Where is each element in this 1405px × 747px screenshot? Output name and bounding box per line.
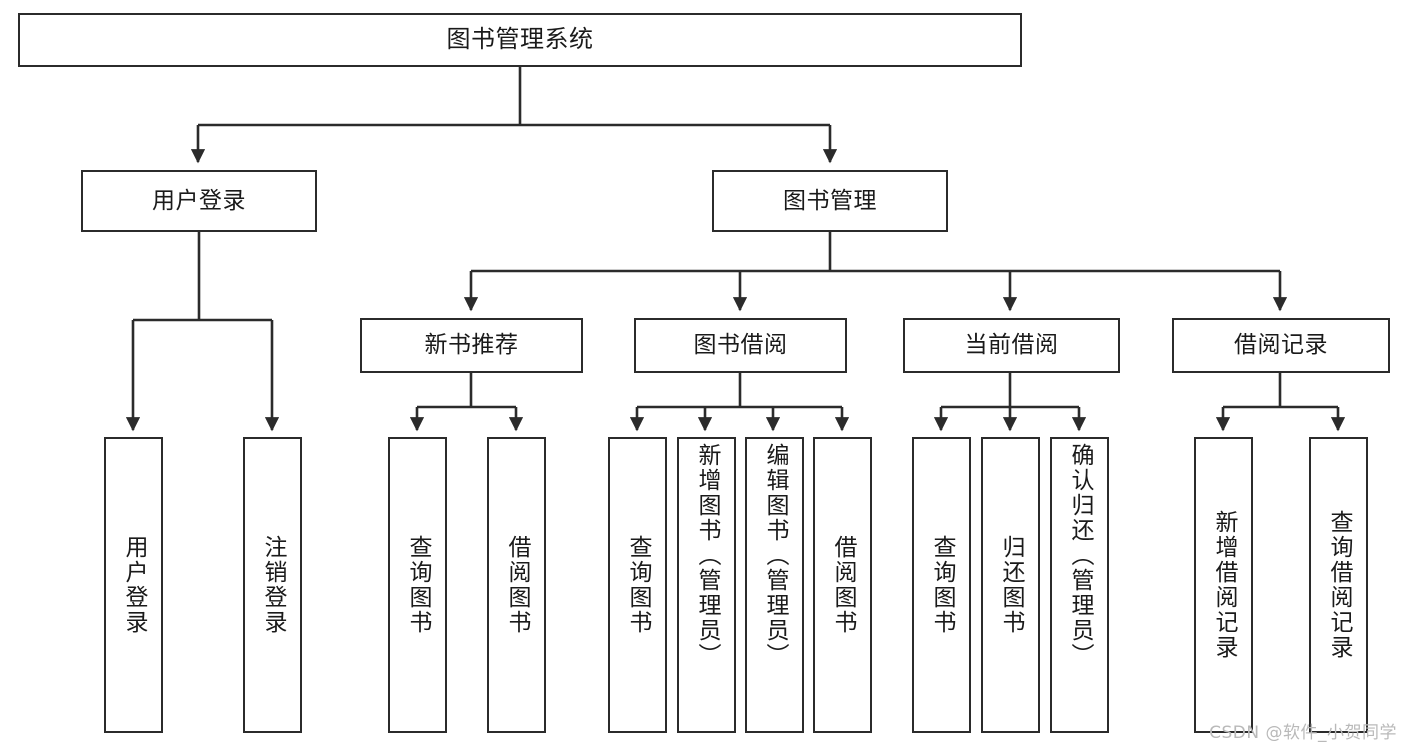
leaf-query-borrow-record[interactable]: 查询借阅记录 — [1309, 437, 1368, 733]
node-label: 确认归还（管理员） — [1067, 443, 1093, 668]
leaf-confirm-return-admin[interactable]: 确认归还（管理员） — [1050, 437, 1109, 733]
node-label: 编辑图书（管理员） — [762, 443, 788, 668]
leaf-user-logout[interactable]: 注销登录 — [243, 437, 302, 733]
node-label: 借阅记录 — [1234, 332, 1328, 359]
node-label: 用户登录 — [121, 535, 147, 635]
leaf-borrow-book-borrow[interactable]: 借阅图书 — [813, 437, 872, 733]
node-label: 图书管理系统 — [446, 25, 594, 54]
node-book-management[interactable]: 图书管理 — [712, 170, 948, 232]
leaf-query-book-borrow[interactable]: 查询图书 — [608, 437, 667, 733]
leaf-query-book-current[interactable]: 查询图书 — [912, 437, 971, 733]
node-current-borrow[interactable]: 当前借阅 — [903, 318, 1120, 373]
leaf-borrow-book-recommend[interactable]: 借阅图书 — [487, 437, 546, 733]
node-label: 注销登录 — [260, 535, 286, 635]
node-label: 查询借阅记录 — [1326, 510, 1352, 660]
node-borrow-record[interactable]: 借阅记录 — [1172, 318, 1390, 373]
node-label: 借阅图书 — [504, 535, 530, 635]
node-book-borrow[interactable]: 图书借阅 — [634, 318, 847, 373]
node-root-system[interactable]: 图书管理系统 — [18, 13, 1022, 67]
node-label: 当前借阅 — [964, 332, 1059, 359]
node-label: 图书借阅 — [693, 332, 788, 359]
leaf-edit-book-admin[interactable]: 编辑图书（管理员） — [745, 437, 804, 733]
node-label: 归还图书 — [998, 535, 1024, 635]
node-new-book-recommend[interactable]: 新书推荐 — [360, 318, 583, 373]
leaf-user-login[interactable]: 用户登录 — [104, 437, 163, 733]
node-label: 新书推荐 — [424, 332, 519, 359]
leaf-query-book-recommend[interactable]: 查询图书 — [388, 437, 447, 733]
node-label: 查询图书 — [625, 535, 651, 635]
node-label: 查询图书 — [405, 535, 431, 635]
node-label: 借阅图书 — [830, 535, 856, 635]
node-user-login[interactable]: 用户登录 — [81, 170, 317, 232]
leaf-add-book-admin[interactable]: 新增图书（管理员） — [677, 437, 736, 733]
node-label: 查询图书 — [929, 535, 955, 635]
node-label: 新增借阅记录 — [1211, 510, 1237, 660]
leaf-return-book[interactable]: 归还图书 — [981, 437, 1040, 733]
node-label: 新增图书（管理员） — [694, 443, 720, 668]
node-label: 图书管理 — [783, 187, 877, 214]
watermark-text: CSDN @软件_小贺同学 — [1209, 723, 1397, 743]
leaf-add-borrow-record[interactable]: 新增借阅记录 — [1194, 437, 1253, 733]
node-label: 用户登录 — [152, 187, 246, 214]
